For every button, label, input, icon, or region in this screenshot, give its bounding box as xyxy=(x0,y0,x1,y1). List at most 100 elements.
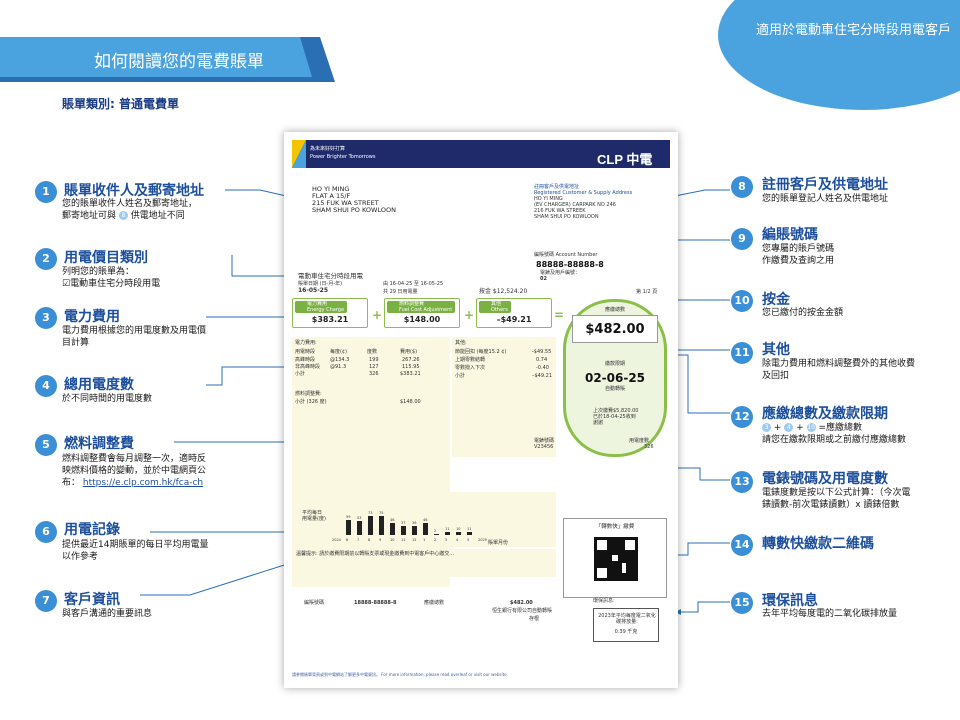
month-tick-label: 12 xyxy=(412,538,417,542)
annotation-title: 燃料調整費 xyxy=(64,436,134,452)
annotation-desc: 提供最近14期賬單的每日平均用電量 以作參考 xyxy=(62,540,209,562)
annotation-title: 按金 xyxy=(762,292,790,308)
usage-bar xyxy=(379,515,384,535)
annotation-number: 12 xyxy=(731,406,753,428)
recipient-address: HO YI MING FLAT A 15/F 215 FUK WA STREET… xyxy=(312,185,396,214)
page-title: 如何閱讀您的電費賬單 xyxy=(94,52,264,72)
month-tick-label: 7 xyxy=(357,538,360,542)
usage-bar-value: 75 xyxy=(379,510,384,515)
total-formula: 3 + 4 + 10 =應繳總數 xyxy=(762,422,906,434)
corner-note: 適用於電動車住宅分時段用電客戶 xyxy=(756,23,952,38)
customer-notice: 溫馨提示: 請於繳費限期前以轉賬支票或現金繳費到中電客戶中心繳交... xyxy=(292,549,556,577)
annotation-number: 14 xyxy=(731,534,753,556)
usage-bar xyxy=(346,519,351,535)
bill-header: 為未來好好打算 Power Brighter Tomorrows CLP 中電 xyxy=(292,140,670,168)
annotation-desc: 與客戶溝通的重要訊息 xyxy=(62,609,153,619)
annotation-desc: 去年平均每度電的二氧化碳排放量 xyxy=(762,609,898,619)
month-tick-label: 3 xyxy=(445,538,448,542)
annotation-desc: 除電力費用和燃料調整費外的其他收費 及回扣 xyxy=(762,359,916,381)
usage-bar-value: 11 xyxy=(445,527,450,532)
usage-bar xyxy=(467,532,472,535)
month-tick-label: 10 xyxy=(390,538,395,542)
annotation-number: 10 xyxy=(731,290,753,312)
usage-bar xyxy=(368,516,373,535)
annotation-desc: 您的賬單收件人姓名及郵寄地址， 郵寄地址可與 8 供電地址不同 xyxy=(62,199,198,221)
annotation-title: 總用電度數 xyxy=(64,377,134,393)
annotation-title: 賬單收件人及郵寄地址 xyxy=(64,183,204,199)
title-banner xyxy=(0,37,335,82)
annotation-title: 其他 xyxy=(762,342,790,358)
month-tick-label: 1 xyxy=(423,538,426,542)
usage-bar xyxy=(423,523,428,535)
annotation-number: 15 xyxy=(731,592,753,614)
usage-bar-value: 59 xyxy=(346,514,351,519)
annotation-number: 3 xyxy=(35,307,57,329)
account-label: 編賬號碼 Account Number xyxy=(534,252,598,258)
annotation-number: 7 xyxy=(35,590,57,612)
annotation-number: 5 xyxy=(35,434,57,456)
annotation-desc: 燃料調整費會每月調整一次，適時反 映燃料價格的變動，並於中電網頁公 布： htt… xyxy=(62,454,207,488)
usage-bar-value: 36 xyxy=(412,520,417,525)
annotation-desc: 於不同時間的用電度數 xyxy=(62,394,153,404)
supply-address: 註冊客戶及供電地址 Registered Customer & Supply A… xyxy=(534,184,633,220)
annotation-title: 用電價目類別 xyxy=(64,250,148,266)
annotation-number: 1 xyxy=(35,181,57,203)
usage-bar xyxy=(357,521,362,535)
annotation-number: 6 xyxy=(35,521,57,543)
usage-bar xyxy=(412,525,417,535)
annotation-number: 9 xyxy=(731,228,753,250)
annotation-number: 4 xyxy=(35,375,57,397)
annotation-number: 13 xyxy=(731,471,753,493)
bill-type-label: 賬單類別: 普通電費單 xyxy=(62,97,179,111)
fca-link[interactable]: https://e.clp.com.hk/fca-ch xyxy=(82,478,204,488)
annotation-desc: 電錶度數是按以下公式計算：（今次電 錶讀數-前次電錶讀數）x 讀錶倍數 xyxy=(762,488,911,510)
month-tick-label: 2024 xyxy=(332,538,341,542)
usage-bar xyxy=(390,523,395,535)
annotation-number: 8 xyxy=(731,176,753,198)
annotation-desc: 3 + 4 + 10 =應繳總數 請您在繳款限期或之前繳付應繳總數 xyxy=(762,422,907,445)
annotation-title: 應繳總數及繳款限期 xyxy=(762,406,888,422)
usage-bar-value: 37 xyxy=(401,520,406,525)
annotation-number: 2 xyxy=(35,248,57,270)
tariff-type: 電動車住宅分時段用電 xyxy=(298,272,363,280)
month-tick-label: 2025 xyxy=(478,538,487,542)
usage-bar-value: 11 xyxy=(467,527,472,532)
usage-bar-value: 73 xyxy=(368,511,373,516)
usage-bar xyxy=(456,532,461,535)
usage-bar xyxy=(434,534,439,535)
co2-info-box: 2023年平均每度電二氧化碳排放量: 0.39 千克 xyxy=(593,608,659,642)
reference-number-badge: 8 xyxy=(118,211,128,220)
month-tick-label: 4 xyxy=(456,538,459,542)
annotation-number: 11 xyxy=(731,342,753,364)
due-date: 02-06-25 xyxy=(584,371,646,385)
bill-footer-note: 請參閱賬單背頁或到中電網站了解更多中電資訊。 For more informat… xyxy=(292,672,508,677)
sample-bill: 為未來好好打算 Power Brighter Tomorrows CLP 中電 … xyxy=(284,132,678,688)
usage-bar-value: 46 xyxy=(390,518,395,523)
annotation-desc: 您的賬單登記人姓名及供電地址 xyxy=(762,194,889,204)
usage-bar xyxy=(445,532,450,535)
annotation-desc: 您已繳付的按金金額 xyxy=(762,308,844,318)
total-amount: $482.00 xyxy=(572,315,658,343)
month-tick-label: 8 xyxy=(368,538,371,542)
annotation-title: 用電記錄 xyxy=(64,522,120,538)
month-tick-label: 2 xyxy=(434,538,437,542)
month-tick-label: 11 xyxy=(401,538,406,542)
account-number: 88888-88888-8 xyxy=(536,260,604,269)
reference-number-badge: 10 xyxy=(806,423,816,432)
brand-stripe-icon xyxy=(292,140,306,168)
annotation-title: 轉數快繳款二維碼 xyxy=(762,536,874,552)
usage-bar-value: 10 xyxy=(456,527,461,532)
bill-date: 16-05-25 xyxy=(298,287,329,294)
reference-number-badge: 4 xyxy=(784,423,794,432)
usage-bar-value: 2 xyxy=(434,529,437,533)
annotation-title: 編賬號碼 xyxy=(762,227,818,243)
clp-logo: CLP 中電 xyxy=(597,152,653,167)
month-tick-label: 9 xyxy=(379,538,382,542)
annotation-title: 電力費用 xyxy=(64,309,120,325)
month-tick-label: 5 xyxy=(467,538,470,542)
annotation-title: 環保訊息 xyxy=(762,593,818,609)
fps-qr-code-icon xyxy=(594,537,638,581)
